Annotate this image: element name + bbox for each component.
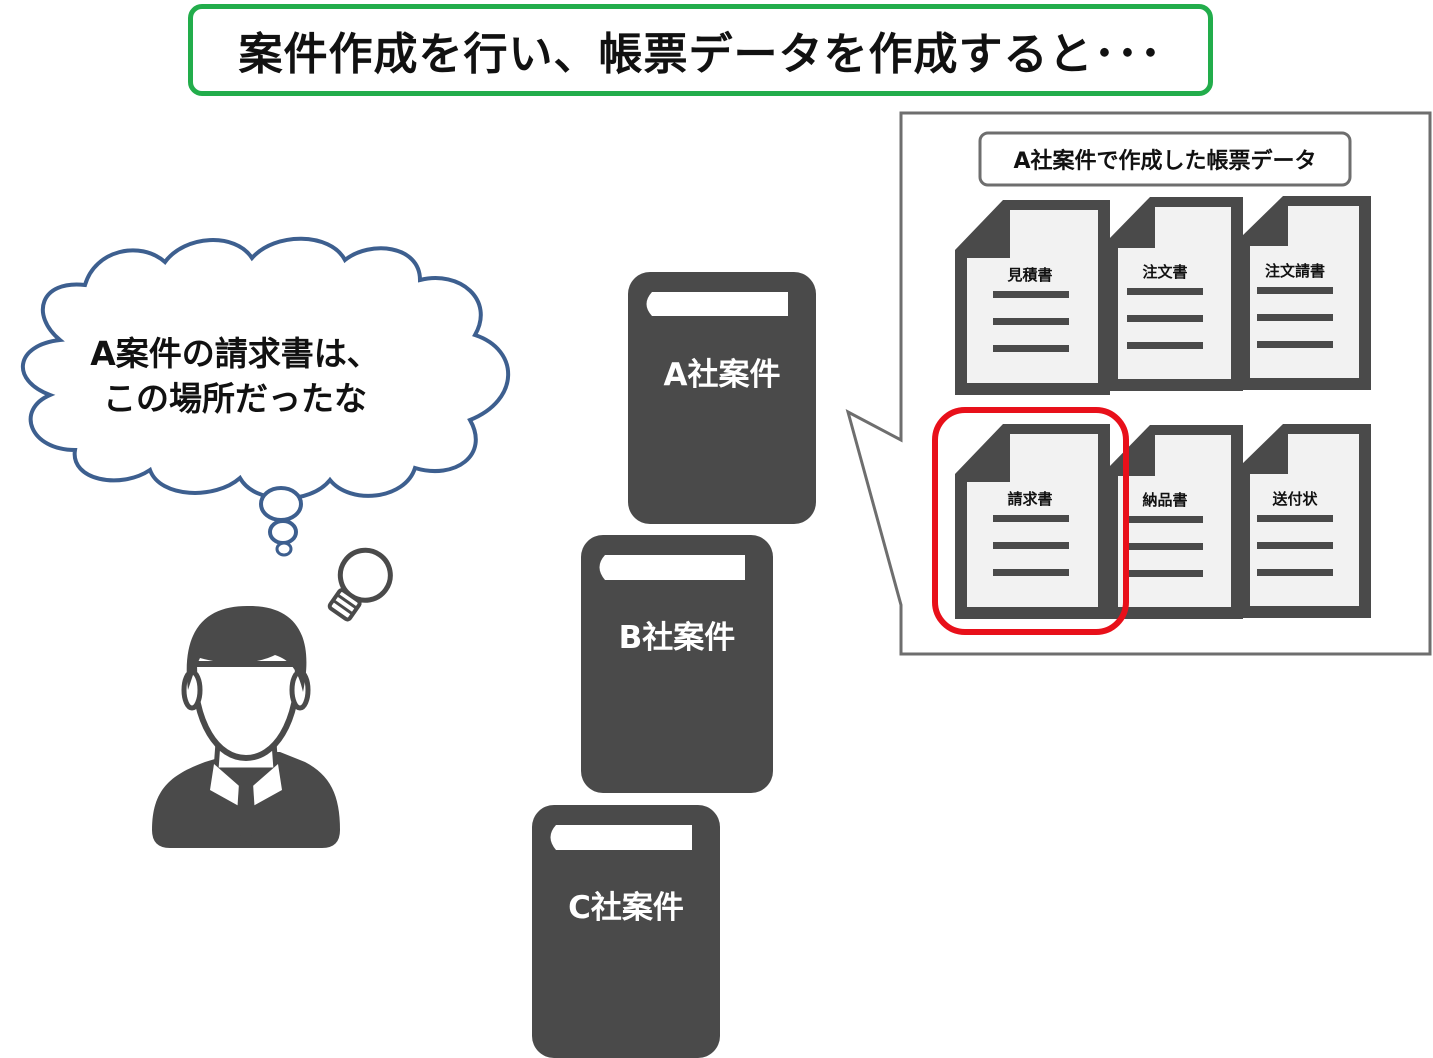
document-seikyusho[interactable]: 請求書 [955, 424, 1110, 619]
page-title: 案件作成を行い、帳票データを作成すると･･･ [188, 4, 1213, 96]
book-b-label: B社案件 [619, 620, 736, 656]
book-a[interactable]: A社案件 [628, 272, 816, 524]
businessman-icon [152, 605, 340, 848]
document-grid: 見積書 注文書 注文請書 請求書 [955, 196, 1371, 619]
thought-bubble-large [259, 486, 303, 522]
document-label: 請求書 [1007, 490, 1052, 508]
thought-bubble-medium [268, 519, 298, 545]
document-label: 納品書 [1142, 491, 1187, 509]
thought-bubble-small [275, 541, 293, 557]
document-label: 送付状 [1271, 490, 1318, 508]
document-label: 見積書 [1006, 266, 1052, 284]
document-label: 注文請書 [1265, 262, 1325, 280]
thought-cloud: A案件の請求書は、 この場所だったな [21, 236, 511, 557]
highlight-frame-seikyusho [932, 407, 1129, 635]
document-label: 注文書 [1142, 263, 1187, 281]
document-chumonsho[interactable]: 注文書 [1108, 197, 1243, 391]
book-c-label: C社案件 [568, 890, 684, 926]
panel-title: A社案件で作成した帳票データ [1013, 148, 1316, 174]
book-c[interactable]: C社案件 [532, 805, 720, 1058]
document-nohinsho[interactable]: 納品書 [1108, 425, 1243, 619]
document-sofujo[interactable]: 送付状 [1240, 424, 1371, 618]
panel-title-box [978, 131, 1352, 187]
book-b[interactable]: B社案件 [581, 535, 773, 793]
thought-text-line1: A案件の請求書は、 [90, 334, 380, 373]
document-chumon-ukesho[interactable]: 注文請書 [1240, 196, 1371, 390]
book-a-label: A社案件 [664, 357, 781, 393]
document-mitsumorisho[interactable]: 見積書 [955, 200, 1110, 395]
thought-text-line2: この場所だったな [103, 379, 367, 418]
light-bulb-icon [327, 547, 393, 622]
